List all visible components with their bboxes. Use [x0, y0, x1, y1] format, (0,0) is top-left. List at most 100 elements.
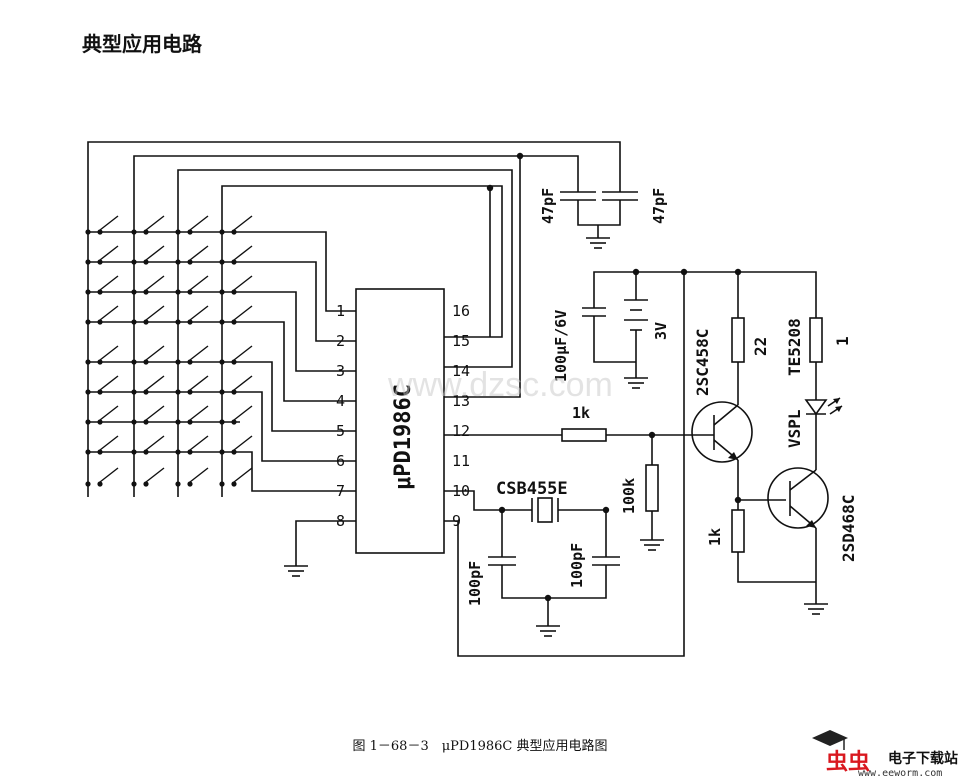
- key-switch: [175, 275, 209, 295]
- wire-row-6: [88, 391, 356, 462]
- key-switch: [131, 467, 165, 487]
- key-switch: [175, 405, 209, 425]
- key-switch: [85, 435, 119, 455]
- watermark: www.dzsc.com: [387, 366, 613, 404]
- label-100pf-a: 100pF: [466, 561, 484, 606]
- res-1: [809, 317, 823, 363]
- key-switch: [175, 215, 209, 235]
- logo-url: www.eeworm.com: [858, 768, 943, 779]
- wire-pin9: [444, 272, 685, 657]
- key-switch: [219, 245, 253, 265]
- resonator-box: [537, 497, 553, 523]
- page-heading: 典型应用电路: [82, 32, 202, 56]
- led-symbol: [804, 399, 828, 416]
- key-switch: [219, 275, 253, 295]
- label-led: VSPL: [785, 409, 804, 448]
- wire-row-1: [88, 231, 356, 312]
- logo-side-text: 电子下载站: [888, 751, 958, 767]
- key-switch: [85, 275, 119, 295]
- ic-name: μPD1986C: [391, 384, 416, 490]
- key-switch: [175, 345, 209, 365]
- key-switch: [131, 375, 165, 395]
- pin-label: 6: [336, 452, 345, 470]
- label-100uf: 100μF/6V: [552, 310, 570, 382]
- key-switch: [85, 245, 119, 265]
- res-1k-emitter: [731, 509, 745, 553]
- res-22: [731, 317, 745, 363]
- key-switch: [175, 375, 209, 395]
- label-100k: 100k: [620, 478, 638, 514]
- key-switch: [131, 345, 165, 365]
- pin-label: 12: [452, 422, 470, 440]
- wire-cap-top: [520, 155, 579, 180]
- pin-label: 10: [452, 482, 470, 500]
- pin-label: 14: [452, 362, 470, 380]
- wire-row-4: [88, 321, 356, 402]
- label-res-22: 22: [751, 337, 770, 356]
- key-switch: [131, 245, 165, 265]
- key-switch: [85, 467, 119, 487]
- pin-label: 9: [452, 512, 461, 530]
- pin-label: 5: [336, 422, 345, 440]
- key-switch: [85, 345, 119, 365]
- key-switch: [219, 215, 253, 235]
- figure-caption: 图 1－68－3 μPD1986C 典型应用电路图: [352, 739, 608, 754]
- label-q2: 2SD468C: [839, 495, 858, 562]
- label-battery: 3V: [652, 322, 670, 340]
- label-1k-emitter: 1k: [706, 528, 724, 546]
- key-switch-matrix: [85, 215, 253, 487]
- ic-right-pin-labels: 16 15 14 13 12 11 10 9: [452, 302, 470, 530]
- pin-label: 11: [452, 452, 470, 470]
- q2-transistor: [767, 467, 829, 529]
- pin-label: 1: [336, 302, 345, 320]
- pin-label: 15: [452, 332, 470, 350]
- label-1k-base: 1k: [572, 404, 590, 422]
- wire-row-2: [88, 261, 356, 342]
- key-switch: [85, 375, 119, 395]
- label-res-1: 1: [833, 336, 852, 346]
- wire-row-7: [88, 451, 356, 492]
- pin-label: 16: [452, 302, 470, 320]
- key-switch: [219, 305, 253, 325]
- ic-body: [355, 288, 445, 554]
- pin-label: 3: [336, 362, 345, 380]
- wire-top-3: [177, 169, 513, 497]
- key-switch: [219, 375, 253, 395]
- res-100k: [645, 464, 659, 512]
- pin-label: 4: [336, 392, 345, 410]
- key-switch: [175, 245, 209, 265]
- logo-name: 虫虫: [826, 750, 871, 775]
- pin-label: 7: [336, 482, 345, 500]
- key-switch: [219, 435, 253, 455]
- key-switch: [131, 305, 165, 325]
- key-switch: [131, 435, 165, 455]
- label-100pf-b: 100pF: [568, 543, 586, 588]
- key-switch: [131, 405, 165, 425]
- label-resonator: CSB455E: [496, 479, 568, 499]
- key-switch: [85, 305, 119, 325]
- res-1k-base: [561, 428, 607, 442]
- key-switch: [175, 435, 209, 455]
- key-switch: [131, 275, 165, 295]
- q1-transistor: [691, 401, 753, 463]
- pin-label: 13: [452, 392, 470, 410]
- pin-label: 8: [336, 512, 345, 530]
- label-47pf-a: 47pF: [539, 188, 557, 224]
- key-switch: [85, 215, 119, 235]
- key-switch: [131, 215, 165, 235]
- wire-top-2: [133, 155, 521, 497]
- pin-label: 2: [336, 332, 345, 350]
- key-switch: [175, 467, 209, 487]
- label-led-model: TE5208: [785, 318, 804, 376]
- key-switch: [219, 405, 253, 425]
- ic-left-pin-labels: 1 2 3 4 5 6 7 8: [336, 302, 345, 530]
- graduation-cap-icon: [812, 730, 848, 746]
- label-47pf-b: 47pF: [650, 188, 668, 224]
- key-switch: [175, 305, 209, 325]
- key-switch: [85, 405, 119, 425]
- key-switch: [219, 345, 253, 365]
- site-logo: [812, 730, 848, 750]
- wire-pin8: [295, 520, 356, 566]
- wire-supply: [593, 271, 817, 318]
